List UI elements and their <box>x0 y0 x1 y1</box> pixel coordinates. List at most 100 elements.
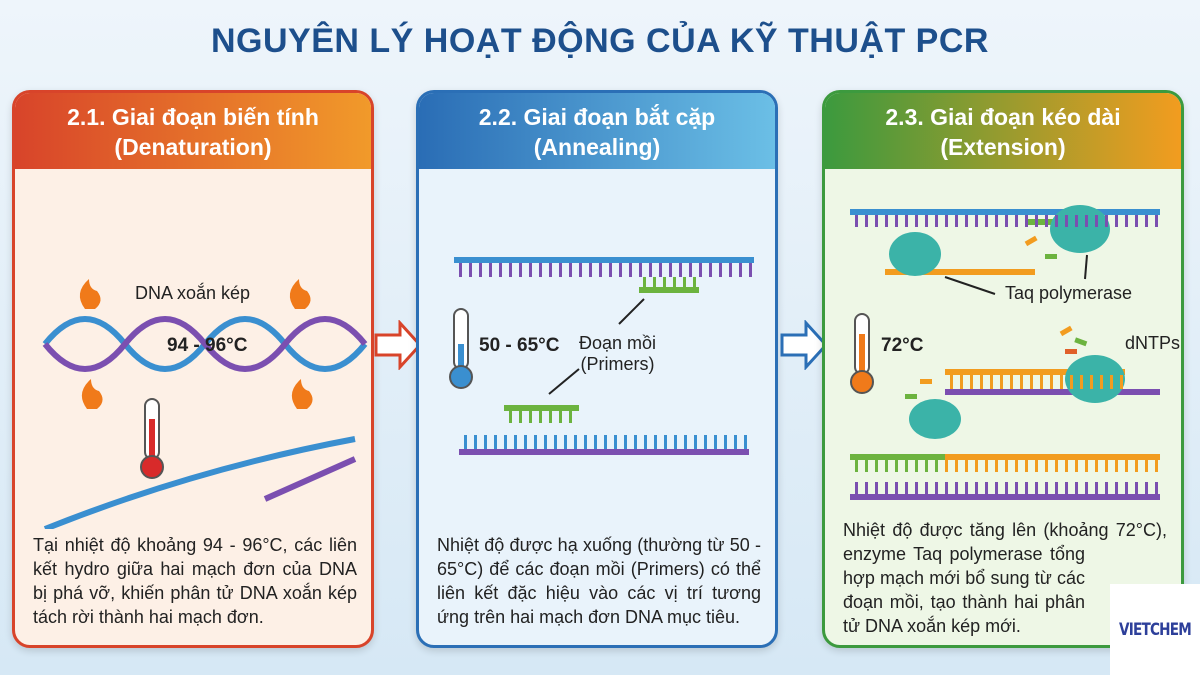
base-tick <box>464 435 467 449</box>
base-tick <box>544 435 547 449</box>
base-tick <box>1110 375 1113 389</box>
base-tick <box>653 277 656 287</box>
extension-illustration <box>850 205 1160 500</box>
base-tick <box>749 263 752 277</box>
base-tick <box>1145 482 1148 494</box>
stage-description: Nhiệt độ được hạ xuống (thường từ 50 - 6… <box>437 535 761 627</box>
base-tick <box>479 263 482 277</box>
base-tick <box>469 263 472 277</box>
base-tick <box>724 435 727 449</box>
logo-text: VIETCHEM <box>1119 619 1192 640</box>
primer-top <box>639 287 699 293</box>
base-tick <box>569 263 572 277</box>
base-tick <box>1125 460 1128 472</box>
dna-strand-top <box>454 257 754 263</box>
base-tick <box>1095 215 1098 227</box>
base-tick <box>955 482 958 494</box>
base-tick <box>1040 375 1043 389</box>
base-tick <box>960 375 963 389</box>
base-tick <box>1105 215 1108 227</box>
base-tick <box>604 435 607 449</box>
base-tick <box>965 215 968 227</box>
taq-polymerase-label: Taq polymerase <box>1005 283 1133 303</box>
base-tick <box>905 215 908 227</box>
base-tick <box>1025 482 1028 494</box>
stage-description: Nhiệt độ được tăng lên (khoảng 72°C), en… <box>843 520 1167 636</box>
base-tick <box>1005 482 1008 494</box>
base-tick <box>865 482 868 494</box>
base-tick <box>1070 375 1073 389</box>
arrow-right-icon <box>374 320 423 370</box>
stage-title: 2.2. Giai đoạn bắt cặp <box>478 104 716 130</box>
panel-extension: 2.3. Giai đoạn kéo dài (Extension) <box>822 90 1184 648</box>
pointer-arrow <box>1084 254 1088 280</box>
dna-strand-bottom <box>459 449 749 455</box>
pointer-arrow <box>944 276 996 295</box>
base-tick <box>514 435 517 449</box>
base-tick <box>1135 215 1138 227</box>
base-tick <box>885 215 888 227</box>
base-tick <box>1015 482 1018 494</box>
base-tick <box>950 375 953 389</box>
base-tick <box>564 435 567 449</box>
base-tick <box>1115 215 1118 227</box>
base-tick <box>1025 215 1028 227</box>
base-tick <box>885 482 888 494</box>
base-tick <box>1085 482 1088 494</box>
panel-header: 2.3. Giai đoạn kéo dài (Extension) <box>825 93 1181 169</box>
base-tick <box>499 263 502 277</box>
base-tick <box>594 435 597 449</box>
base-tick <box>1105 460 1108 472</box>
base-tick <box>1125 482 1128 494</box>
base-tick <box>624 435 627 449</box>
base-tick <box>539 411 542 423</box>
base-tick <box>714 435 717 449</box>
base-tick <box>704 435 707 449</box>
base-tick <box>1135 460 1138 472</box>
base-tick <box>1045 482 1048 494</box>
flame-icon <box>81 379 103 409</box>
primers-label-line2: (Primers) <box>580 354 655 374</box>
base-tick <box>559 263 562 277</box>
base-tick <box>739 263 742 277</box>
base-tick <box>719 263 722 277</box>
base-tick <box>995 215 998 227</box>
stage-title: 2.3. Giai đoạn kéo dài <box>885 104 1121 130</box>
base-tick <box>619 263 622 277</box>
base-tick <box>734 435 737 449</box>
base-tick <box>980 375 983 389</box>
base-tick <box>970 375 973 389</box>
base-tick <box>975 482 978 494</box>
dntps-label: dNTPs <box>1125 333 1181 353</box>
base-tick <box>990 375 993 389</box>
base-tick <box>1015 215 1018 227</box>
base-tick <box>895 460 898 472</box>
pointer-arrow <box>618 298 645 325</box>
base-tick <box>1155 482 1158 494</box>
base-tick <box>915 460 918 472</box>
base-tick <box>559 411 562 423</box>
base-tick <box>744 435 747 449</box>
thermometer-icon <box>140 398 164 479</box>
base-tick <box>1045 215 1048 227</box>
panel-header: 2.2. Giai đoạn bắt cặp (Annealing) <box>419 93 775 169</box>
base-tick <box>589 263 592 277</box>
base-tick <box>1115 482 1118 494</box>
dna-label: DNA xoắn kép <box>135 283 251 303</box>
base-tick <box>643 277 646 287</box>
base-tick <box>614 435 617 449</box>
base-tick <box>579 263 582 277</box>
temperature: 72°C <box>881 335 924 356</box>
base-tick <box>875 215 878 227</box>
base-tick <box>965 460 968 472</box>
base-tick <box>634 435 637 449</box>
taq-polymerase-enzyme <box>1065 355 1125 403</box>
base-tick <box>489 263 492 277</box>
page-title: NGUYÊN LÝ HOẠT ĐỘNG CỦA KỸ THUẬT PCR <box>211 22 989 60</box>
base-tick <box>855 215 858 227</box>
base-tick <box>1075 482 1078 494</box>
base-tick <box>1035 215 1038 227</box>
base-tick <box>1085 460 1088 472</box>
base-tick <box>985 215 988 227</box>
base-tick <box>1120 375 1123 389</box>
